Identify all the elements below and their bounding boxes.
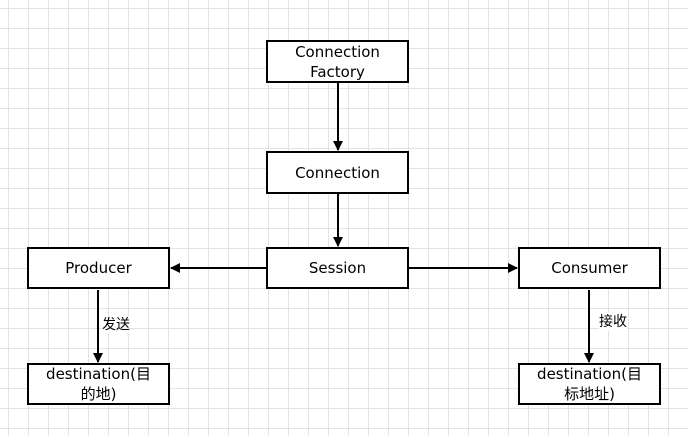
receive-edge-label: 接收 (599, 313, 627, 331)
producer-node[interactable]: Producer (27, 247, 170, 289)
connection-factory-node[interactable]: Connection Factory (266, 40, 409, 83)
producer-label: Producer (65, 259, 132, 277)
destination-right-label: destination(目 标地址) (537, 365, 642, 403)
destination-left-node[interactable]: destination(目 的地) (27, 363, 170, 405)
connection-node[interactable]: Connection (266, 151, 409, 194)
destination-left-label: destination(目 的地) (46, 365, 151, 403)
connection-factory-label: Connection Factory (295, 42, 380, 81)
consumer-node[interactable]: Consumer (518, 247, 661, 289)
session-label: Session (308, 259, 367, 277)
consumer-label: Consumer (551, 259, 628, 277)
destination-right-node[interactable]: destination(目 标地址) (518, 363, 661, 405)
send-edge-label: 发送 (102, 316, 130, 334)
session-node[interactable]: Session (266, 247, 409, 289)
connection-label: Connection (295, 163, 380, 182)
